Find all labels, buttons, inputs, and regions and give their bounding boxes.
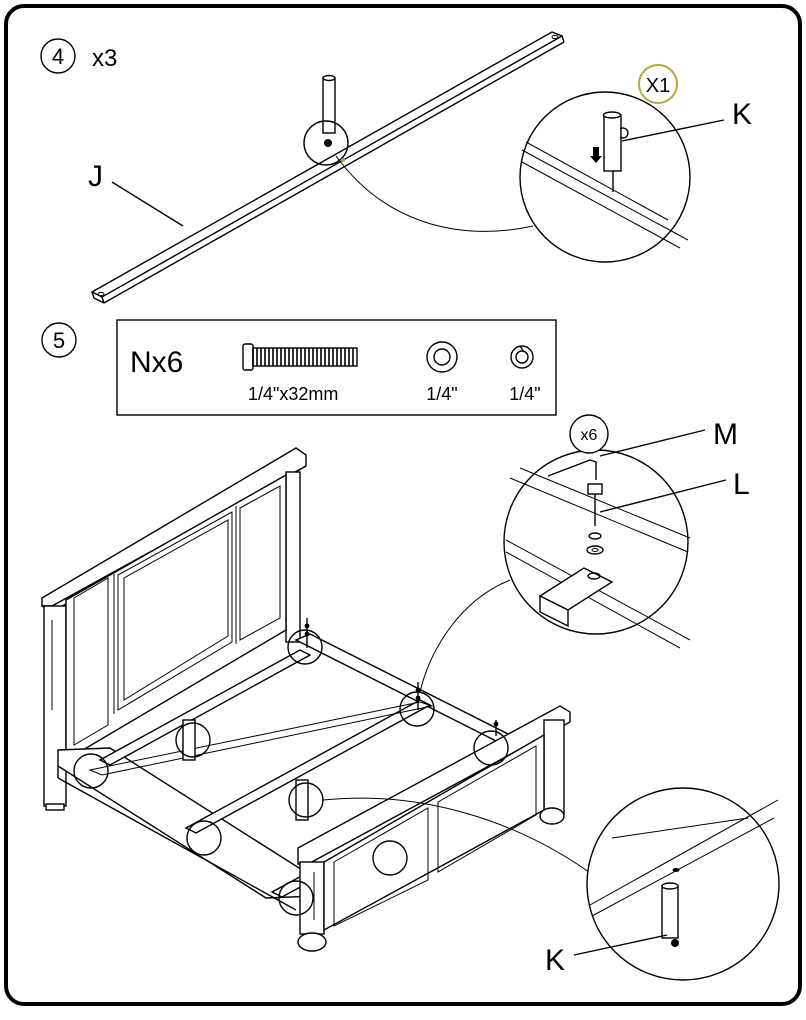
zoom-detail-bolt [503, 449, 691, 649]
step-5-number-badge: 5 [41, 322, 77, 358]
part-label-k-bottom: K [545, 944, 565, 977]
leader-line-k-bottom [573, 934, 668, 956]
step-4-multiplier: x3 [92, 45, 117, 72]
attachment-point-markers [73, 629, 509, 916]
zoom-connector-rail [419, 579, 511, 693]
zoom-detail-leg [586, 787, 780, 981]
hardware-box: Nx6 1/4"x32mm 1/4" 1/4" [116, 319, 557, 416]
washer-size-label: 1/4" [426, 384, 457, 404]
page-frame [4, 4, 802, 1006]
leader-line-j [111, 181, 184, 227]
lock-washer-size-label: 1/4" [509, 384, 540, 404]
qty-badge-step5: x6 [569, 414, 609, 454]
qty-badge-step4: X1 [638, 64, 678, 104]
part-label-m: M [713, 418, 738, 451]
step-4-number: 4 [52, 44, 64, 69]
leader-line-m [599, 429, 706, 457]
zoom-connector-leg [322, 797, 601, 881]
leader-line-k-top [621, 119, 725, 142]
part-label-l: L [733, 468, 750, 501]
bed-assembly-illustration [41, 447, 571, 952]
center-rail-j [90, 31, 565, 304]
zoom-detail-step4 [519, 91, 691, 263]
step-5-number: 5 [53, 328, 65, 353]
zoom-connector-step4 [335, 155, 534, 232]
hardware-item-qty: Nx6 [130, 346, 183, 379]
lock-washer-icon [510, 345, 534, 369]
frame-bolts [304, 618, 499, 736]
step-4-number-badge: 4 [40, 38, 76, 74]
part-label-k-top: K [732, 98, 752, 131]
qty-badge-step5-text: x6 [581, 427, 598, 444]
part-label-j: J [88, 160, 103, 193]
flat-washer-icon [426, 341, 458, 373]
support-leg-k [303, 74, 349, 166]
bolt-size-label: 1/4"x32mm [248, 384, 338, 404]
bolt-icon [242, 343, 358, 371]
qty-badge-step4-text: X1 [646, 75, 670, 97]
leader-line-l [599, 479, 727, 513]
